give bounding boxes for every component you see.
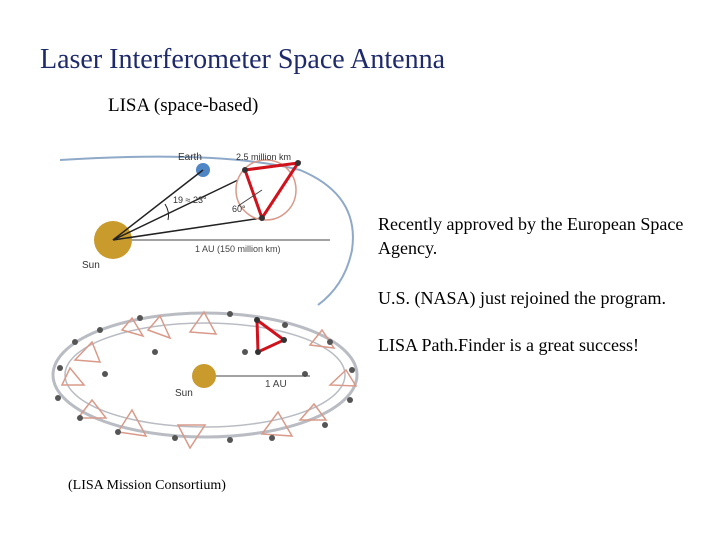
earth-label: Earth xyxy=(178,152,202,163)
sun-icon-bottom xyxy=(192,364,216,388)
au-label: 1 AU (150 million km) xyxy=(195,244,281,254)
earth-orbit-arc xyxy=(59,155,354,306)
slide-title: Laser Interferometer Space Antenna xyxy=(40,44,446,75)
constellation-ring xyxy=(235,159,297,221)
bullet-2: U.S. (NASA) just rejoined the program. xyxy=(378,288,666,308)
au-label-bottom: 1 AU xyxy=(265,379,287,390)
slide-subtitle: LISA (space-based) xyxy=(108,95,259,116)
angle-trail-label: 19 ≈ 23° xyxy=(173,195,207,205)
orbit-ellipse-inner xyxy=(64,322,346,428)
sun-label-bottom: Sun xyxy=(175,388,193,399)
constellation-triangle xyxy=(242,161,302,222)
orbit-constellation-diagram: Sun 1 AU xyxy=(51,310,359,450)
angle-tilt-label: 60° xyxy=(232,204,246,214)
image-credit: (LISA Mission Consortium) xyxy=(68,478,226,493)
highlight-triangle xyxy=(255,316,287,355)
bullet-1: Recently approved by the European Space … xyxy=(378,214,684,258)
distance-label: 2.5 million km xyxy=(236,152,291,162)
sun-label: Sun xyxy=(82,260,100,271)
bullet-3: LISA Path.Finder is a great success! xyxy=(378,335,639,355)
